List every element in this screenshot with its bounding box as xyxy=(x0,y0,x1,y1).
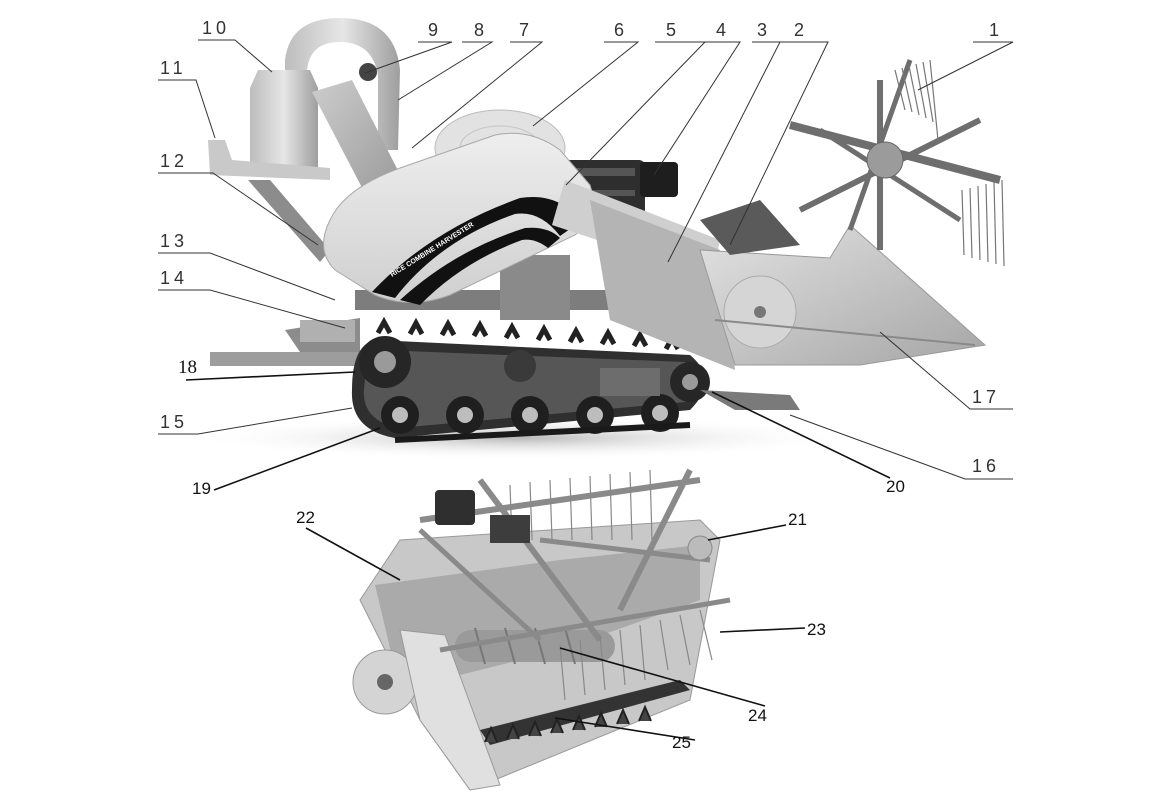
callout-20: 20 xyxy=(886,477,905,496)
callout-4: 4 xyxy=(716,20,730,40)
callout-9: 9 xyxy=(428,20,442,40)
callout-3: 3 xyxy=(757,20,771,40)
callout-18: 18 xyxy=(178,357,197,378)
outlet-chute xyxy=(208,140,330,180)
callout-17: 17 xyxy=(972,387,1000,407)
callout-10: 10 xyxy=(202,18,230,38)
header-closeup xyxy=(352,468,731,791)
callout-13: 13 xyxy=(160,231,188,251)
callout-5: 5 xyxy=(666,20,680,40)
callout-12: 12 xyxy=(160,151,188,171)
conveyor-side xyxy=(590,200,735,370)
hood-stripe-2 xyxy=(400,227,560,305)
harvester-side-view: RICE COMBINE HARVESTER xyxy=(190,18,1005,460)
callout-6: 6 xyxy=(614,20,628,40)
callout-22: 22 xyxy=(296,508,315,527)
grain-pipe xyxy=(285,18,400,150)
rear-platform xyxy=(210,352,360,366)
side-divider xyxy=(399,629,501,791)
lower-leader-lines xyxy=(185,371,891,741)
callout-21: 21 xyxy=(788,510,807,529)
header-drive xyxy=(700,200,800,255)
reel-tines xyxy=(894,59,1005,267)
callout-15: 15 xyxy=(160,412,188,432)
closeup-engine xyxy=(435,490,475,525)
callout-14: 14 xyxy=(160,268,188,288)
callout-7: 7 xyxy=(519,20,533,40)
callout-25: 25 xyxy=(672,733,691,752)
closeup-tines xyxy=(509,469,713,701)
reel xyxy=(788,59,1002,250)
hopper-support xyxy=(248,180,330,262)
header-trough xyxy=(375,545,700,690)
callout-8: 8 xyxy=(474,20,488,40)
callout-23: 23 xyxy=(807,620,826,639)
grain-hopper xyxy=(250,70,318,168)
rear-box xyxy=(300,320,355,342)
callout-24: 24 xyxy=(748,706,767,725)
fuel-tank xyxy=(640,162,678,197)
lower-callouts: 18 19 20 21 22 23 24 25 xyxy=(178,357,905,752)
closeup-drive-hub xyxy=(687,535,713,561)
callout-16: 16 xyxy=(972,456,1000,476)
callout-11: 11 xyxy=(160,58,187,78)
callout-2: 2 xyxy=(794,20,808,40)
upper-leader-lines xyxy=(158,39,1014,480)
front-skid xyxy=(700,390,800,410)
crawler-track xyxy=(351,316,710,443)
callout-19: 19 xyxy=(192,479,211,498)
upper-callouts: 1 2 3 4 5 6 7 8 9 10 11 12 13 14 15 16 1… xyxy=(160,18,1003,476)
callout-1: 1 xyxy=(989,20,1003,40)
